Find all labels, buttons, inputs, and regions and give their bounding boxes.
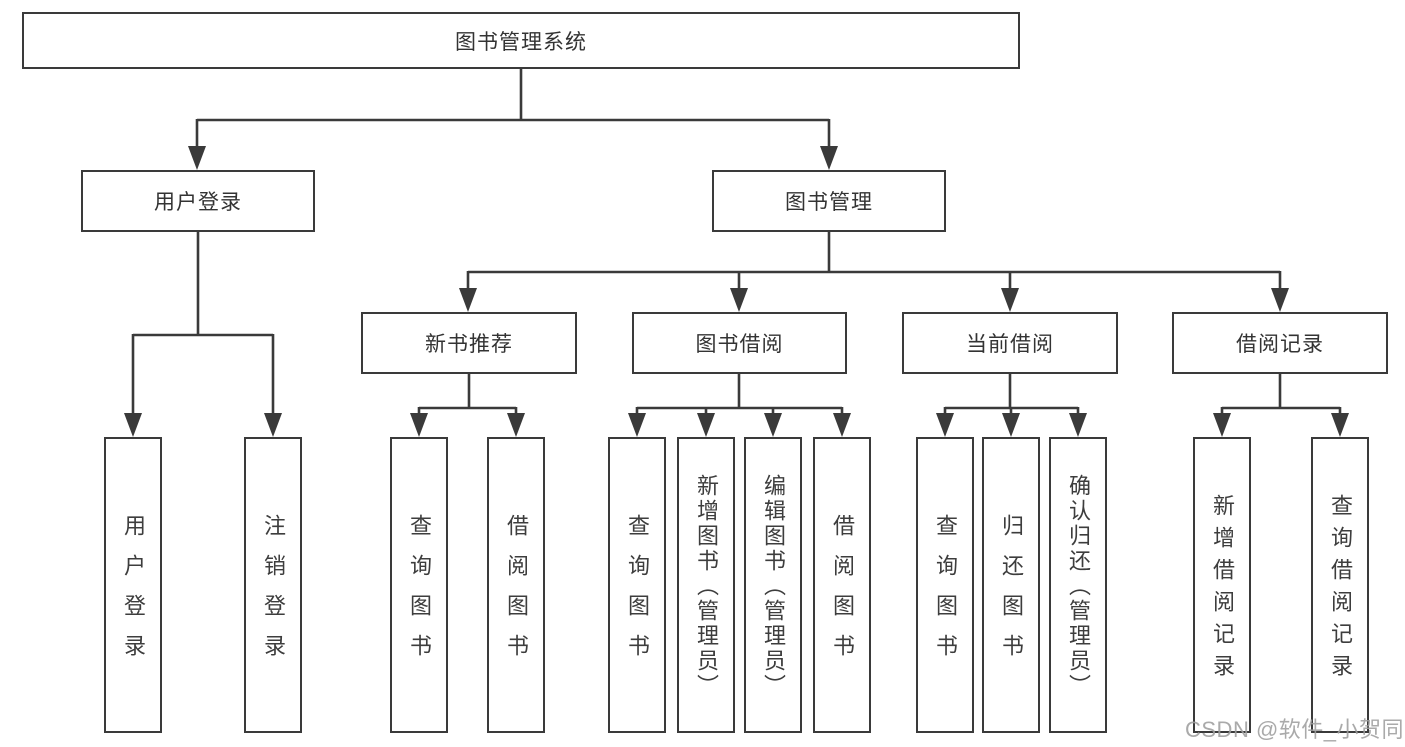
node-book-borrow: 图书借阅 bbox=[632, 312, 847, 374]
leaf-borrow-edit-book-admin: 编辑图书（管理员） bbox=[744, 437, 802, 733]
node-user-login: 用户登录 bbox=[81, 170, 315, 232]
node-root-library-system: 图书管理系统 bbox=[22, 12, 1020, 69]
leaf-current-confirm-return-admin: 确认归还（管理员） bbox=[1049, 437, 1107, 733]
csdn-watermark: CSDN @软件_小贺同学 bbox=[1185, 717, 1405, 742]
leaf-logout: 注销登录 bbox=[244, 437, 302, 733]
leaf-newbook-query-book: 查询图书 bbox=[390, 437, 448, 733]
leaf-records-query-record: 查询借阅记录 bbox=[1311, 437, 1369, 733]
arrowheads bbox=[124, 146, 1349, 437]
leaf-current-query-book: 查询图书 bbox=[916, 437, 974, 733]
leaf-borrow-add-book-admin: 新增图书（管理员） bbox=[677, 437, 735, 733]
node-borrow-records: 借阅记录 bbox=[1172, 312, 1388, 374]
leaf-borrow-borrow-book: 借阅图书 bbox=[813, 437, 871, 733]
leaf-borrow-query-book: 查询图书 bbox=[608, 437, 666, 733]
leaf-records-add-record: 新增借阅记录 bbox=[1193, 437, 1251, 733]
leaf-newbook-borrow-book: 借阅图书 bbox=[487, 437, 545, 733]
leaf-user-login: 用户登录 bbox=[104, 437, 162, 733]
leaf-current-return-book: 归还图书 bbox=[982, 437, 1040, 733]
node-new-book-recommend: 新书推荐 bbox=[361, 312, 577, 374]
node-book-management: 图书管理 bbox=[712, 170, 946, 232]
node-current-borrow: 当前借阅 bbox=[902, 312, 1118, 374]
